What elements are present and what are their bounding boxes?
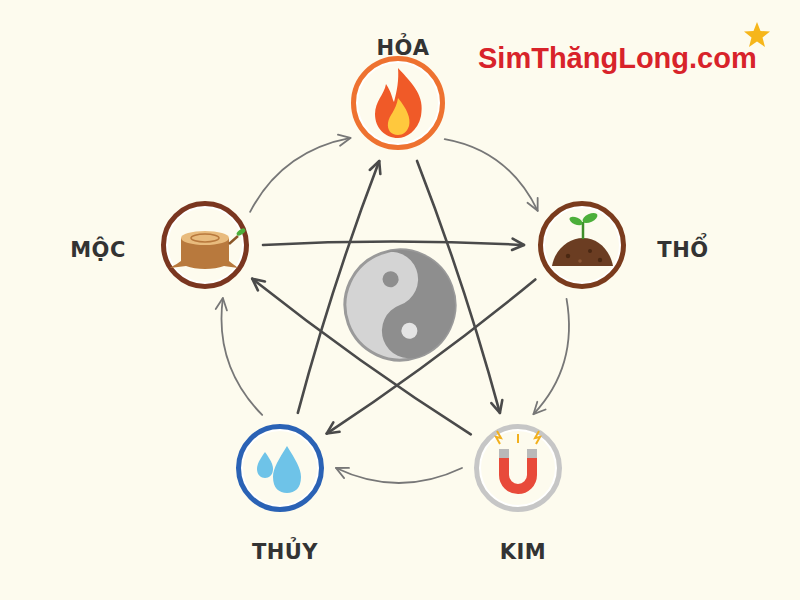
connector-line <box>533 299 569 414</box>
soil-grain <box>578 259 582 263</box>
sprout-leaf <box>568 215 584 227</box>
magnet-body <box>504 458 532 489</box>
magnet-tip <box>499 449 509 458</box>
stump-body <box>170 238 238 269</box>
arrow-head <box>527 198 537 211</box>
soil-grain <box>598 258 602 262</box>
stump-twig <box>229 236 238 244</box>
connector-line <box>417 161 500 413</box>
watermark: SimThăngLong.com <box>478 42 757 75</box>
generating-arrow <box>445 139 538 211</box>
soil-mound <box>552 238 613 266</box>
arrow-head <box>336 468 349 478</box>
magnet-spark <box>496 431 501 444</box>
arrow-head <box>370 161 381 174</box>
connector-line <box>336 468 462 483</box>
arrow-head <box>512 239 524 250</box>
soil-grain <box>566 254 570 258</box>
connector-line <box>445 139 538 211</box>
arrow-head <box>252 279 265 291</box>
element-name: MỘC <box>70 238 126 262</box>
stump-top <box>181 231 229 245</box>
controlling-arrow <box>298 161 380 413</box>
sprout-leaf <box>581 211 599 225</box>
soil-grain <box>588 249 592 253</box>
connector-line <box>221 298 262 415</box>
connector-line <box>263 242 524 245</box>
arrow-head <box>338 135 351 146</box>
yin-yang-dark-half <box>355 235 470 367</box>
metal-magnet-icon <box>496 431 540 489</box>
element-name: THỦY <box>252 540 318 564</box>
controlling-arrow <box>327 279 536 433</box>
sprout-stem <box>582 222 585 239</box>
magnet-spark <box>535 431 540 444</box>
yin-yang-dot <box>380 269 401 290</box>
generating-arrow <box>336 468 462 483</box>
element-circle: HỎA <box>351 56 445 150</box>
stump-ring <box>191 234 219 242</box>
arrow-head <box>533 402 545 414</box>
connector-line <box>327 279 536 433</box>
element-circle: KIM <box>474 424 562 512</box>
controlling-arrow <box>417 161 502 413</box>
earth-icon <box>552 211 613 266</box>
generating-arrow <box>216 298 262 415</box>
controlling-arrow <box>263 239 524 250</box>
connector-line <box>298 161 379 413</box>
fire-icon <box>375 68 422 138</box>
arrow-head <box>491 400 502 413</box>
wood-stump-icon <box>170 227 247 269</box>
element-name: THỔ <box>657 238 708 262</box>
magnet-tip <box>527 449 537 458</box>
yin-yang-dot <box>399 321 420 342</box>
magnet-spark <box>517 434 519 443</box>
twig-leaf <box>235 227 246 237</box>
arrow-head <box>327 422 340 433</box>
element-circle: THỦY <box>236 424 324 512</box>
flame <box>375 68 422 138</box>
flame-core <box>388 98 410 135</box>
generating-arrow <box>250 135 350 212</box>
connector-line <box>252 279 471 435</box>
water-drop <box>273 446 301 493</box>
controlling-arrow <box>252 279 471 435</box>
connector-line <box>250 138 350 212</box>
element-circle: THỔ <box>538 201 626 289</box>
water-drops-icon <box>257 446 301 493</box>
water-drop <box>257 452 273 478</box>
generating-arrow <box>533 299 569 414</box>
arrow-head <box>216 298 227 310</box>
element-name: HỎA <box>376 36 429 60</box>
element-name: KIM <box>500 540 546 564</box>
element-circle: MỘC <box>161 201 249 289</box>
